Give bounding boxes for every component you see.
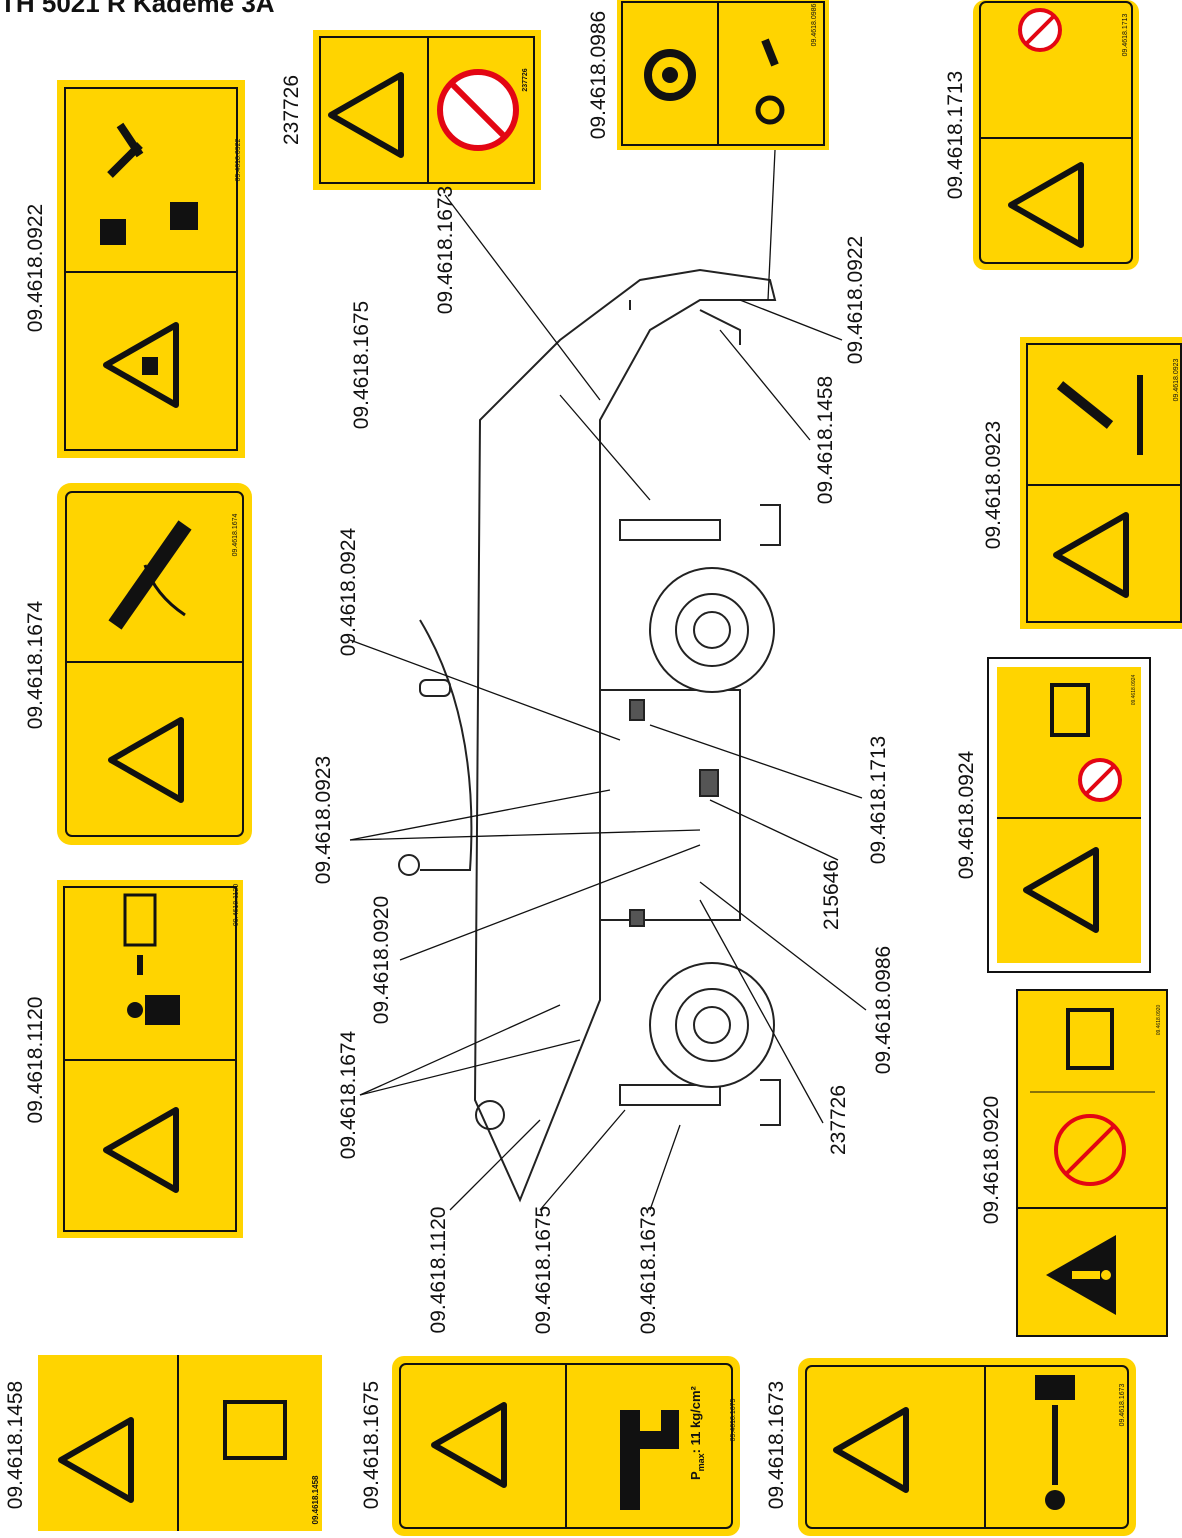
decal-code-small: 09.4618.1674 (232, 513, 239, 556)
decal-code-small: 09.4618.1713 (1122, 13, 1129, 56)
callout-09-4618-1458: 09.4618.1458 (814, 376, 837, 504)
caption-09-4618-1120: 09.4618.1120 (24, 997, 47, 1124)
page-title: TH 5021 R Kademe 3A (0, 0, 275, 18)
ground-pressure-icon (620, 1410, 679, 1510)
decal-code-small: 09.4618.1673 (1119, 1383, 1126, 1426)
decal-code-small: 09.4618.1120 (233, 884, 240, 926)
caption-09-4618-0986: 09.4618.0986 (587, 11, 610, 139)
caption-09-4618-0923: 09.4618.0923 (982, 421, 1005, 549)
leader-lines (349, 149, 867, 1211)
callout-09-4618-1675-top: 09.4618.1675 (350, 301, 373, 429)
caption-09-4618-1458: 09.4618.1458 (4, 1381, 27, 1509)
caption-237726: 237726 (280, 75, 303, 145)
no-seatbelt-icon (1054, 1114, 1126, 1186)
no-fire-icon (1078, 758, 1122, 802)
caption-09-4618-0920: 09.4618.0920 (980, 1096, 1003, 1224)
callout-215646: 215646 (820, 860, 843, 930)
decal-09-4618-1713: 09.4618.1713 (973, 0, 1139, 270)
read-manual-icon (1050, 683, 1090, 737)
decal-237726: 237726 (313, 30, 541, 190)
decal-code-small: 09.4618.1675 (730, 1398, 737, 1441)
decal-09-4618-1675: Pmax: 11 kg/cm² 09.4618.1675 (392, 1356, 740, 1536)
decal-09-4618-1458: 09.4618.1458 (38, 1355, 322, 1531)
general-warning-icon (1046, 1235, 1116, 1315)
caption-09-4618-0922: 09.4618.0922 (24, 204, 47, 332)
entanglement-icon (644, 49, 696, 101)
crush-hazard-icon (106, 325, 176, 405)
decal-09-4618-0920: 09.4618.0920 (1016, 989, 1168, 1337)
decal-09-4618-1673: 09.4618.1673 (798, 1358, 1136, 1536)
telehandler-drawing (398, 268, 781, 1203)
caption-09-4618-1673: 09.4618.1673 (765, 1381, 788, 1509)
caption-09-4618-1675: 09.4618.1675 (360, 1381, 383, 1509)
boom-swing-icon (108, 520, 192, 630)
decal-code-small: 09.4618.0922 (235, 138, 242, 181)
keep-hands-away-icon (755, 38, 785, 125)
decal-09-4618-1120: 09.4618.1120 (57, 880, 243, 1238)
decal-code-small: 09.4618.0986 (811, 3, 818, 46)
caption-09-4618-0924: 09.4618.0924 (955, 750, 978, 879)
decal-code-small: 09.4618.0924 (1131, 674, 1137, 705)
read-manual-icon (223, 1400, 287, 1460)
callout-09-4618-1673-bottom: 09.4618.1673 (637, 1206, 660, 1334)
callout-09-4618-0986: 09.4618.0986 (872, 946, 895, 1074)
caption-09-4618-1713: 09.4618.1713 (944, 71, 967, 199)
decal-captions: 09.4618.0922 09.4618.1674 09.4618.1120 0… (4, 11, 1005, 1509)
callout-09-4618-1674: 09.4618.1674 (337, 1030, 360, 1159)
callout-09-4618-0923: 09.4618.0923 (312, 756, 335, 884)
keep-distance-icon (123, 893, 180, 1025)
decal-code-small: 09.4618.0920 (1156, 1004, 1162, 1035)
read-manual-icon (1066, 1008, 1114, 1070)
callout-09-4618-1120: 09.4618.1120 (427, 1207, 450, 1334)
no-starting-fluid-icon (1018, 8, 1062, 52)
callout-09-4618-0922: 09.4618.0922 (844, 236, 867, 364)
decal-code-small: 237726 (522, 68, 529, 91)
keep-hands-away-icon (1056, 375, 1143, 455)
callout-09-4618-1713: 09.4618.1713 (867, 736, 890, 864)
caption-09-4618-1674: 09.4618.1674 (24, 600, 47, 729)
no-hands-icon (437, 69, 519, 151)
callout-09-4618-1673-top: 09.4618.1673 (434, 186, 457, 314)
keep-hands-away-icon (100, 122, 198, 245)
pressure-label: Pmax: 11 kg/cm² (688, 1385, 706, 1480)
callout-09-4618-0920: 09.4618.0920 (370, 896, 393, 1024)
decal-09-4618-0986: 09.4618.0986 (617, 0, 829, 150)
decal-09-4618-1674: 09.4618.1674 (57, 483, 252, 845)
decal-09-4618-0923: 09.4618.0923 (1020, 337, 1182, 629)
decal-code-small: 09.4618.1458 (311, 1475, 320, 1524)
callout-labels: 09.4618.1673 09.4618.1675 09.4618.0922 0… (312, 186, 895, 1334)
callout-09-4618-0924: 09.4618.0924 (337, 527, 360, 656)
decal-code-small: 09.4618.0923 (1173, 358, 1180, 401)
callout-09-4618-1675-bottom: 09.4618.1675 (532, 1206, 555, 1334)
decal-09-4618-0922: 09.4618.0922 (57, 80, 245, 458)
decal-09-4618-0924: 09.4618.0924 (987, 657, 1151, 973)
callout-237726: 237726 (827, 1085, 850, 1155)
keep-distance-icon (1035, 1375, 1075, 1510)
